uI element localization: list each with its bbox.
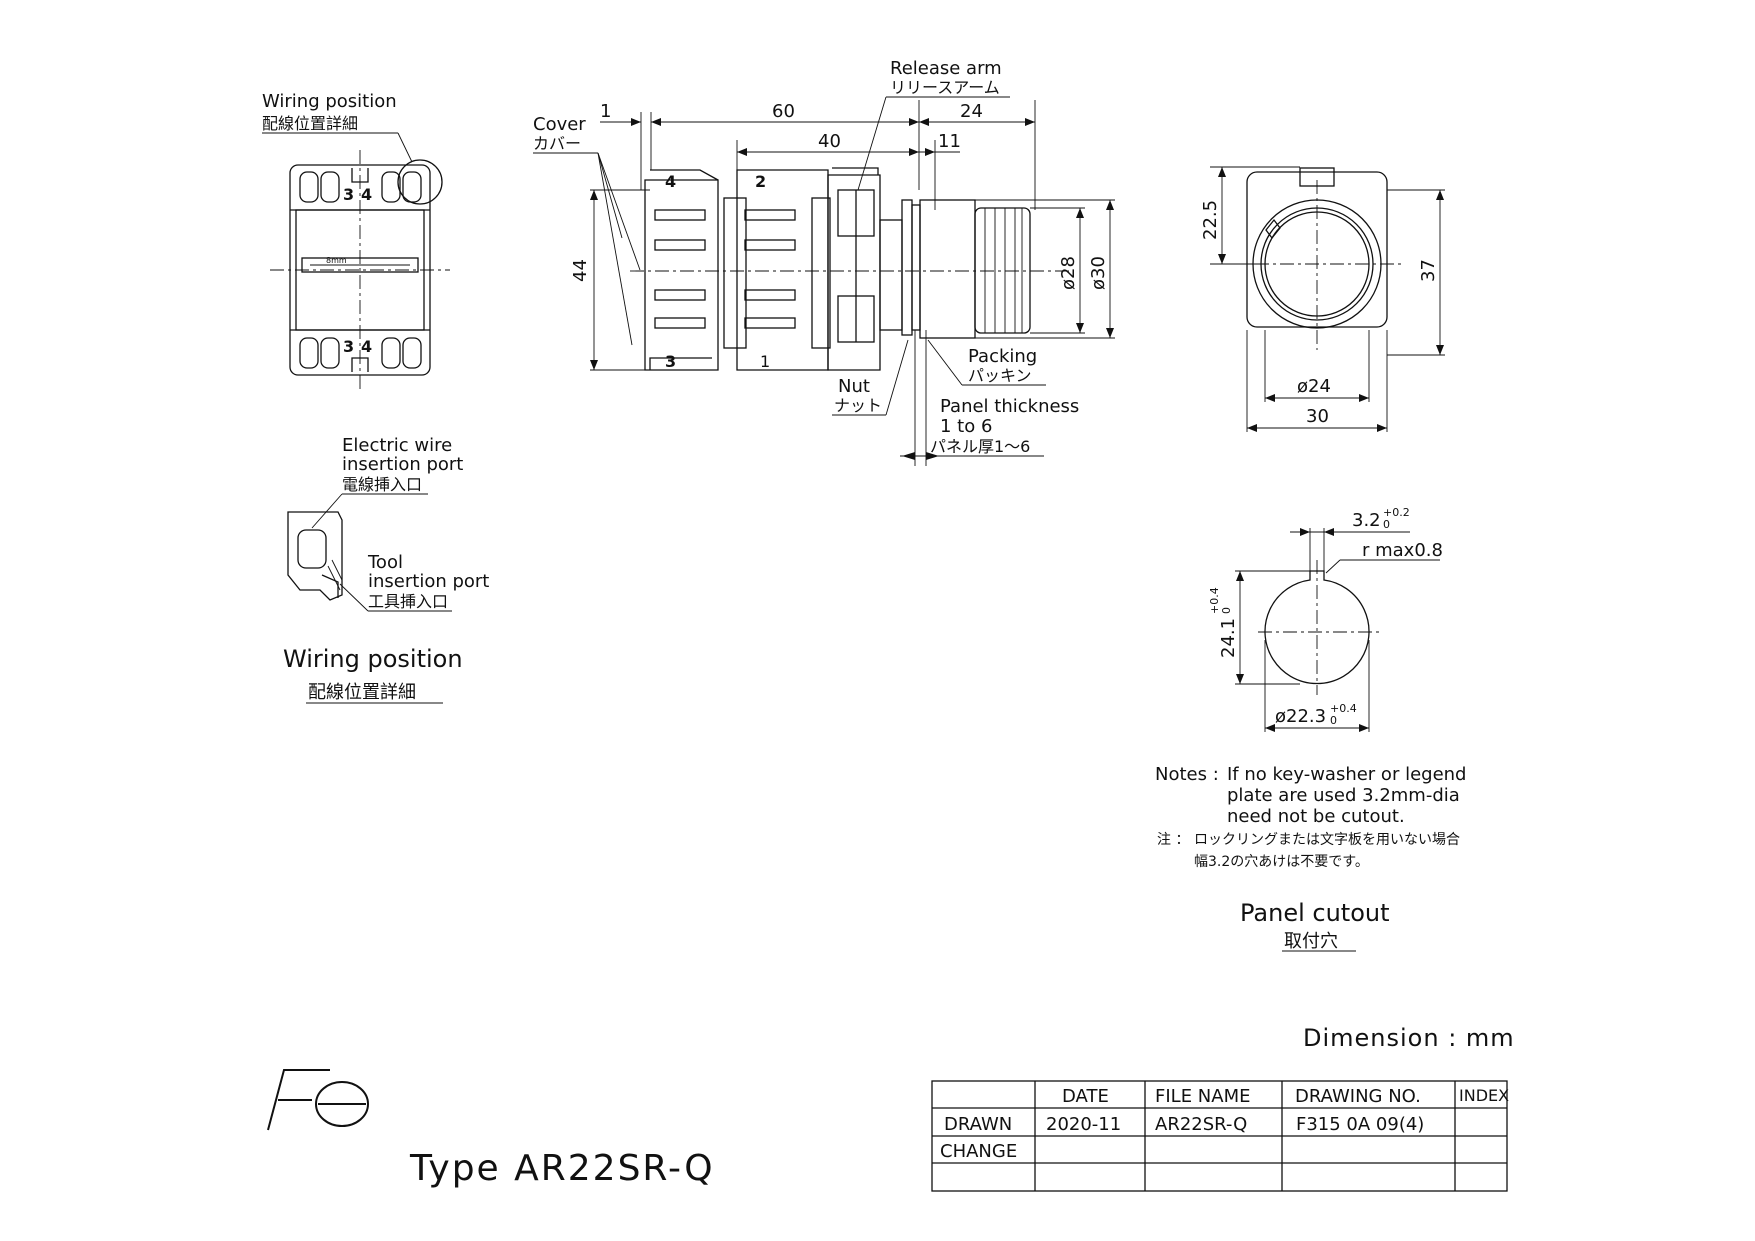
tool-port-jp: 工具挿入口 xyxy=(368,592,448,611)
notes-jp-line1: ロックリングまたは文字板を用いない場合 xyxy=(1194,832,1460,848)
panel-cutout-view: 3.2 +0.2 0 r max0.8 24.1 +0.4 0 ø22.3 +0… xyxy=(1155,506,1466,952)
dim-d30: ø30 xyxy=(1088,256,1109,290)
panel-thickness-label-en: Panel thickness xyxy=(940,396,1079,417)
cutout-dim-height: 24.1 xyxy=(1218,618,1239,658)
dim-1: 1 xyxy=(600,101,611,122)
cover-label-en: Cover xyxy=(533,114,586,135)
cutout-dim-slot-tol-lower: 0 xyxy=(1383,518,1390,531)
tb-header-date: DATE xyxy=(1062,1086,1109,1107)
notes-line3: need not be cutout. xyxy=(1227,806,1405,827)
wiring-detail-view: Wiring position 配線位置詳細 3 4 3 4 xyxy=(262,91,450,390)
type-label: Type AR22SR-Q xyxy=(409,1148,715,1189)
wire-port-en-1: Electric wire xyxy=(342,435,452,456)
wiring-caption-jp: 配線位置詳細 xyxy=(308,682,416,703)
side-view: Cover カバー Release arm リリースアーム Packing パッ… xyxy=(533,58,1115,466)
wiring-terminal-bottom-b: 4 xyxy=(361,337,372,356)
wiring-caption-en: Wiring position xyxy=(283,645,463,673)
dim-22-5: 22.5 xyxy=(1200,200,1221,240)
cutout-dim-r: r max0.8 xyxy=(1362,540,1443,561)
cover-label-jp: カバー xyxy=(533,134,581,153)
block-label-c: 3 xyxy=(665,352,676,371)
panel-thickness-jp: パネル厚1～6 xyxy=(930,437,1030,456)
notes-jp-label: 注 ： xyxy=(1157,832,1189,848)
wiring-terminal-top-b: 4 xyxy=(361,185,372,204)
wiring-callout-jp: 配線位置詳細 xyxy=(262,114,358,133)
nut-label-en: Nut xyxy=(838,376,870,397)
front-view: 22.5 37 ø24 30 xyxy=(1200,166,1445,432)
block-label-d: 1 xyxy=(760,352,770,371)
tb-row-drawn-file: AR22SR-Q xyxy=(1155,1114,1247,1135)
wire-port-jp: 電線挿入口 xyxy=(342,475,422,494)
tb-row-drawn-label: DRAWN xyxy=(944,1114,1012,1135)
cutout-dim-dia-tol-lower: 0 xyxy=(1330,714,1337,727)
tb-row-change-label: CHANGE xyxy=(940,1141,1017,1162)
tb-header-file-name: FILE NAME xyxy=(1155,1086,1250,1107)
notes-label: Notes : xyxy=(1155,764,1219,785)
tb-row-drawn-date: 2020-11 xyxy=(1046,1114,1121,1135)
dim-30: 30 xyxy=(1306,406,1329,427)
dim-d24: ø24 xyxy=(1297,376,1331,397)
tool-port-en-1: Tool xyxy=(367,552,403,573)
dim-44: 44 xyxy=(570,259,591,282)
fe-logo xyxy=(267,1069,369,1131)
notes-line2: plate are used 3.2mm-dia xyxy=(1227,785,1460,806)
cutout-dim-dia-tol-upper: +0.4 xyxy=(1330,702,1357,715)
release-arm-label-en: Release arm xyxy=(890,58,1002,79)
cutout-dim-slot-tol-upper: +0.2 xyxy=(1383,506,1410,519)
tb-row-drawn-drawing-no: F315 0A 09(4) xyxy=(1296,1114,1424,1135)
wire-port-en-2: insertion port xyxy=(342,454,463,475)
panel-cutout-caption-en: Panel cutout xyxy=(1240,899,1390,927)
cutout-dim-height-tol-upper: +0.4 xyxy=(1208,587,1221,614)
dim-11: 11 xyxy=(938,131,961,152)
tool-port-en-2: insertion port xyxy=(368,571,489,592)
dim-40: 40 xyxy=(818,131,841,152)
nut-label-jp: ナット xyxy=(834,396,882,415)
notes-jp-line2: 幅3.2の穴あけは不要です。 xyxy=(1194,854,1369,870)
dim-60: 60 xyxy=(772,101,795,122)
wire-port-detail: Electric wire insertion port 電線挿入口 Tool … xyxy=(283,435,489,704)
dim-24: 24 xyxy=(960,101,983,122)
wiring-terminal-top: 3 xyxy=(343,185,354,204)
notes-line1: If no key-washer or legend xyxy=(1227,764,1466,785)
dim-37: 37 xyxy=(1418,259,1439,282)
packing-label-jp: パッキン xyxy=(968,366,1032,385)
dimension-unit: Dimension : mm xyxy=(1303,1024,1515,1052)
title-block-table: DATE FILE NAME DRAWING NO. INDEX DRAWN 2… xyxy=(931,1080,1509,1192)
dim-d28: ø28 xyxy=(1058,256,1079,290)
wiring-terminal-bottom: 3 xyxy=(343,337,354,356)
block-label-a: 4 xyxy=(665,172,676,191)
block-label-b: 2 xyxy=(755,172,766,191)
tb-header-index: INDEX xyxy=(1459,1086,1509,1105)
panel-thickness-range: 1 to 6 xyxy=(940,416,992,437)
cutout-dim-dia: ø22.3 xyxy=(1275,706,1326,727)
tb-header-drawing-no: DRAWING NO. xyxy=(1295,1086,1421,1107)
release-arm-label-jp: リリースアーム xyxy=(890,78,1000,97)
wiring-strip-label: 8mm xyxy=(326,256,347,265)
cutout-dim-slot: 3.2 xyxy=(1352,510,1381,531)
wiring-callout-en: Wiring position xyxy=(262,91,397,112)
cutout-dim-height-tol-lower: 0 xyxy=(1220,607,1233,614)
packing-label-en: Packing xyxy=(968,346,1037,367)
panel-cutout-caption-jp: 取付穴 xyxy=(1284,931,1338,952)
